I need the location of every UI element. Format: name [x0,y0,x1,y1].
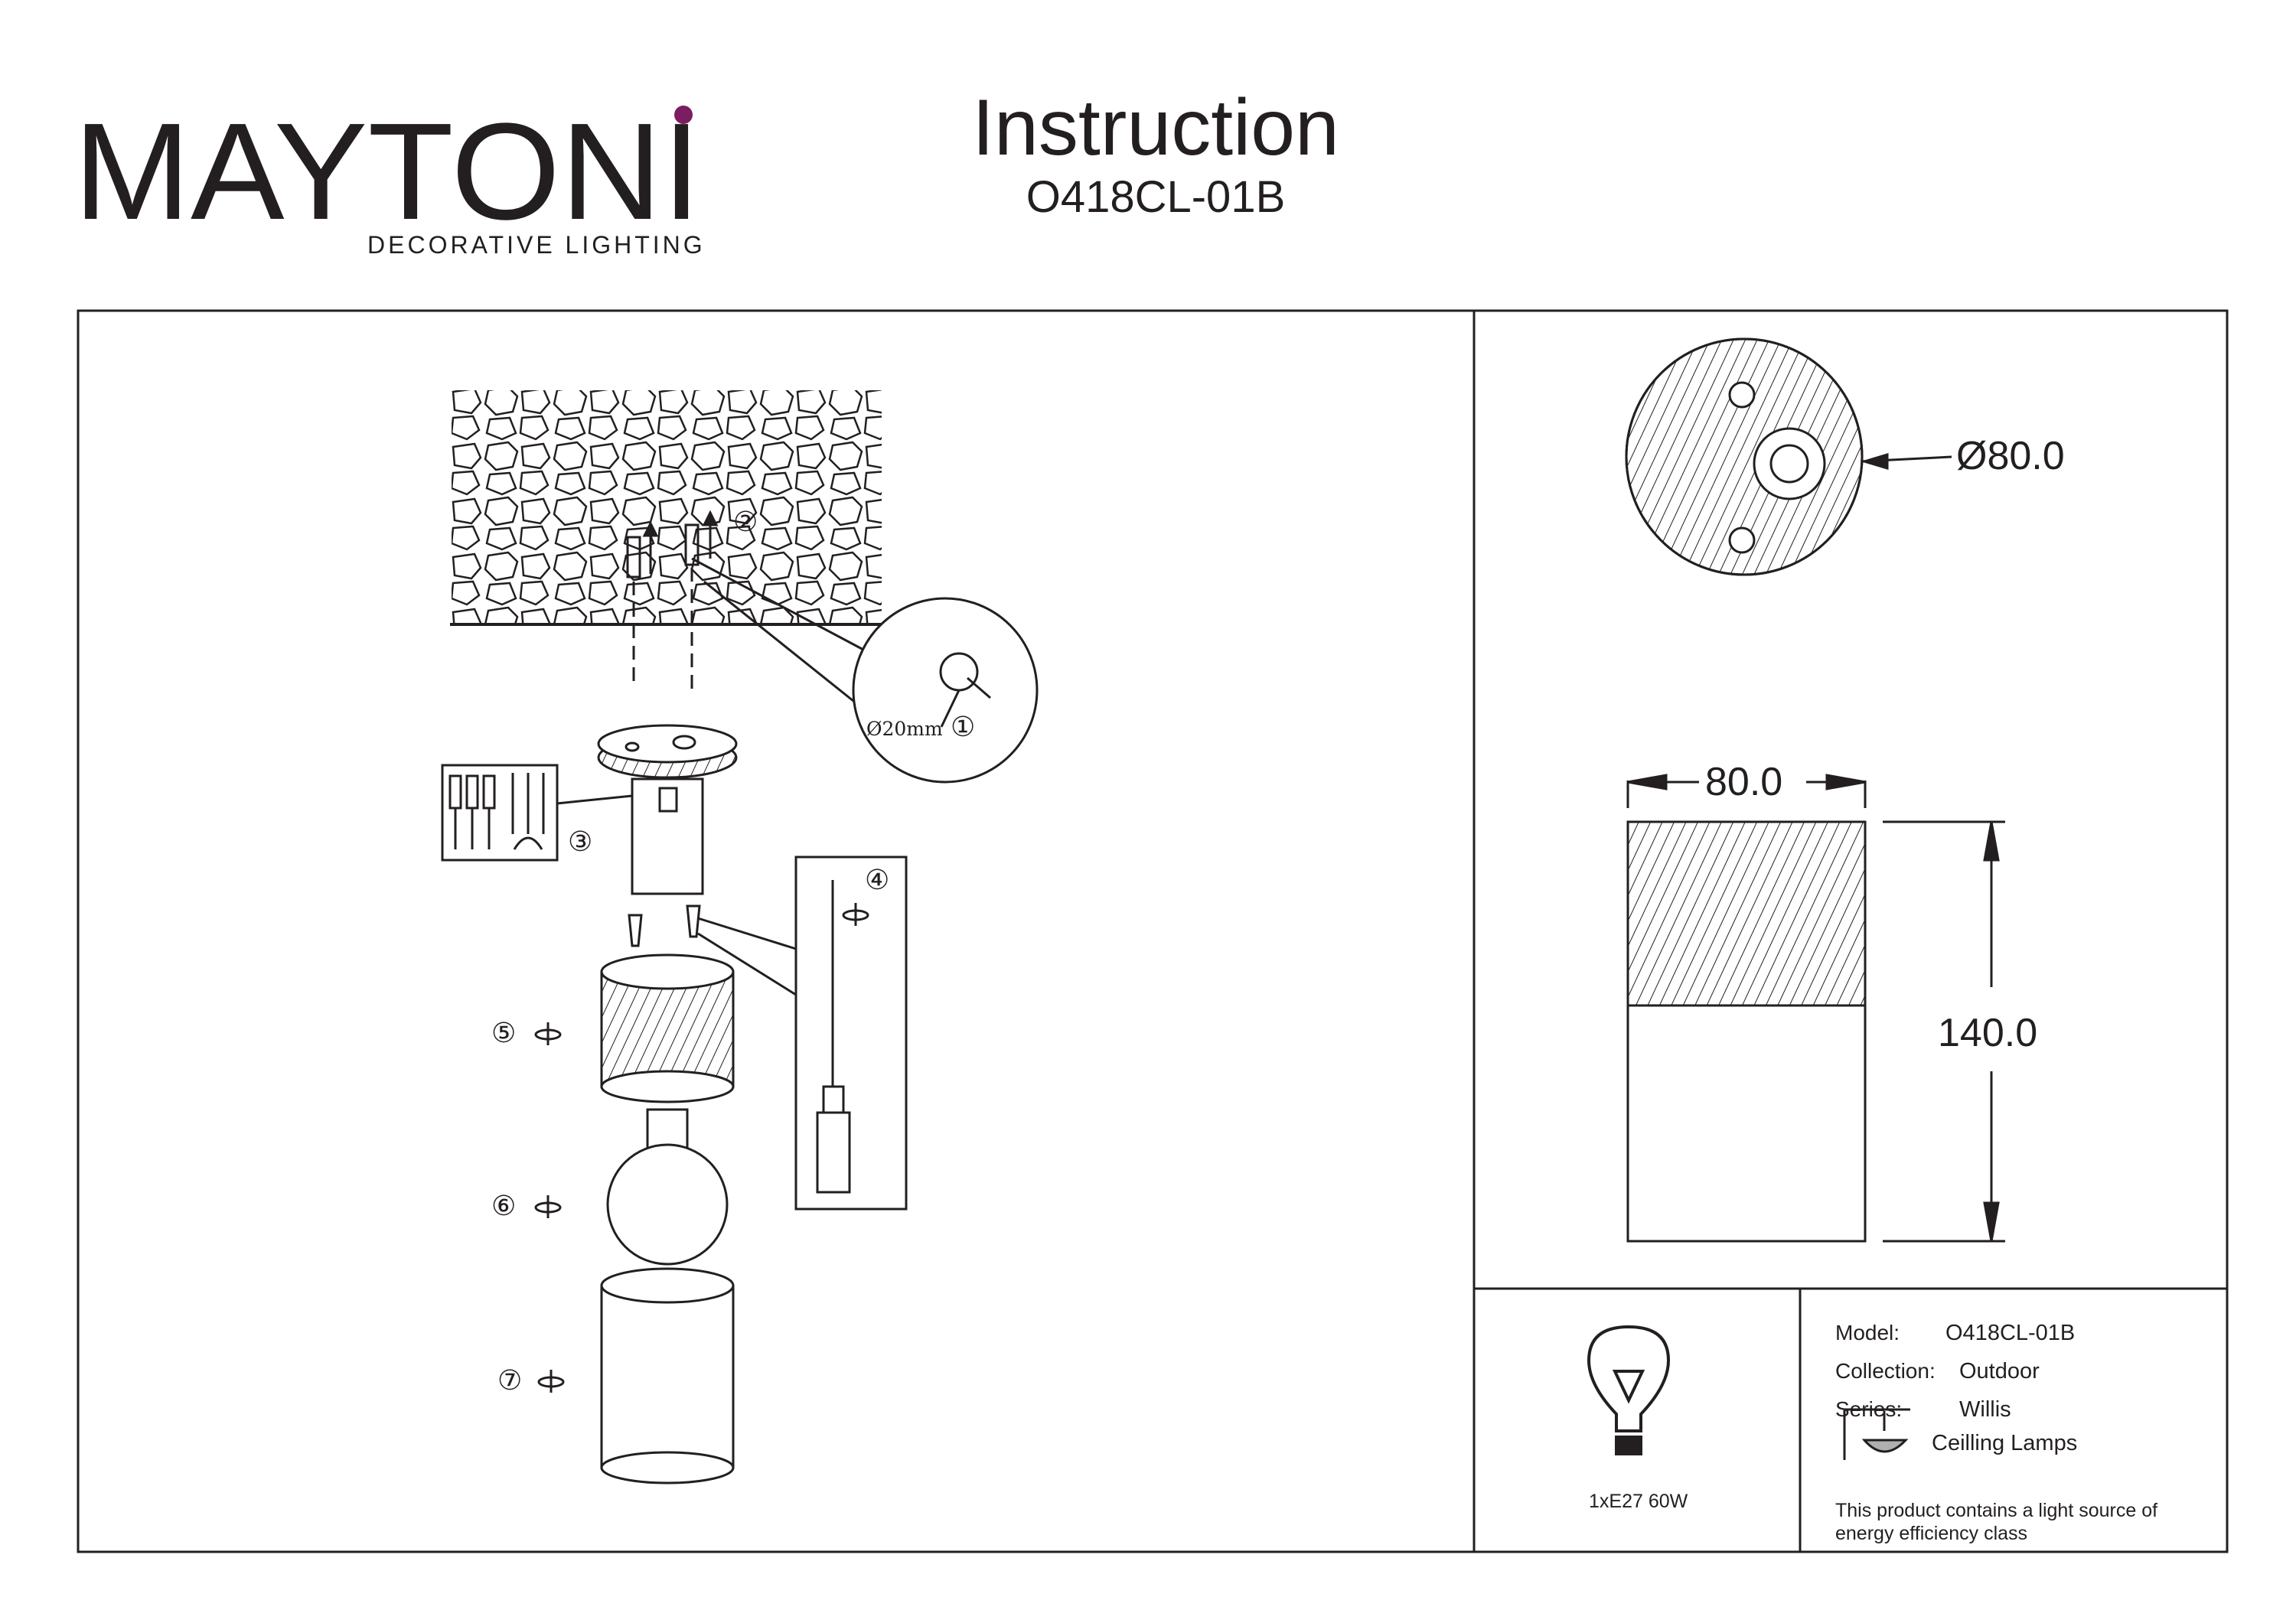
rotate-markers [534,903,869,1393]
series-value: Willis [1959,1397,2011,1422]
side-view-drawing [1626,820,1867,1243]
collection-value: Outdoor [1959,1359,2040,1383]
model-value: O418CL-01B [1945,1321,2076,1345]
width-dimension-line [1626,774,1867,808]
fixture-body [631,777,704,895]
step-7-marker: ⑦ [497,1365,523,1396]
lamp-type-value: Ceilling Lamps [1932,1431,2078,1455]
document-model-number: O418CL-01B [1026,172,1286,222]
step-1-marker: ① [951,712,976,743]
energy-note-line-2: energy efficiency class [1835,1523,2028,1544]
collection-label: Collection: [1835,1359,1936,1383]
wiring-terminal-detail [441,764,633,862]
ceiling-lamp-icon [1843,1408,1910,1460]
sheet-frame [77,309,2229,1553]
step-5-marker: ⑤ [491,1018,517,1049]
step-6-marker: ⑥ [491,1191,517,1222]
energy-note-line-1: This product contains a light source of [1835,1500,2158,1521]
logo-accent-dot [674,106,693,124]
height-label: 140.0 [1938,1011,2038,1055]
document-title: Instruction [972,83,1339,172]
height-dimension-line [1883,820,2005,1243]
top-view-leader [1860,452,1952,471]
step-2-marker: ② [733,507,758,538]
mounting-plate [597,724,738,779]
model-label: Model: [1835,1321,1900,1344]
light-bulb-icon [1587,1325,1671,1455]
screwdriver-callout [697,855,908,1211]
step-3-marker: ③ [568,826,593,858]
diffuser-cylinder [600,1267,735,1484]
wall-plugs [626,510,719,689]
top-view-drawing [1625,337,1864,576]
lamp-spec: 1xE27 60W [1589,1491,1688,1512]
drill-detail-callout [691,557,1039,784]
series-label: Series: [1835,1397,1903,1421]
ceiling-surface [450,390,882,626]
hole-diameter-label: Ø20mm [866,718,943,740]
brand-tagline: DECORATIVE LIGHTING [367,231,706,259]
brand-logo: MAYTONI [73,104,701,227]
brand-name: MAYTONI [73,104,701,227]
mounting-screws [628,904,701,947]
top-diameter-label: Ø80.0 [1956,434,2065,478]
width-label: 80.0 [1705,760,1783,804]
light-bulb [606,1108,729,1266]
decorative-ring [600,953,735,1103]
step-4-marker: ④ [865,865,890,896]
